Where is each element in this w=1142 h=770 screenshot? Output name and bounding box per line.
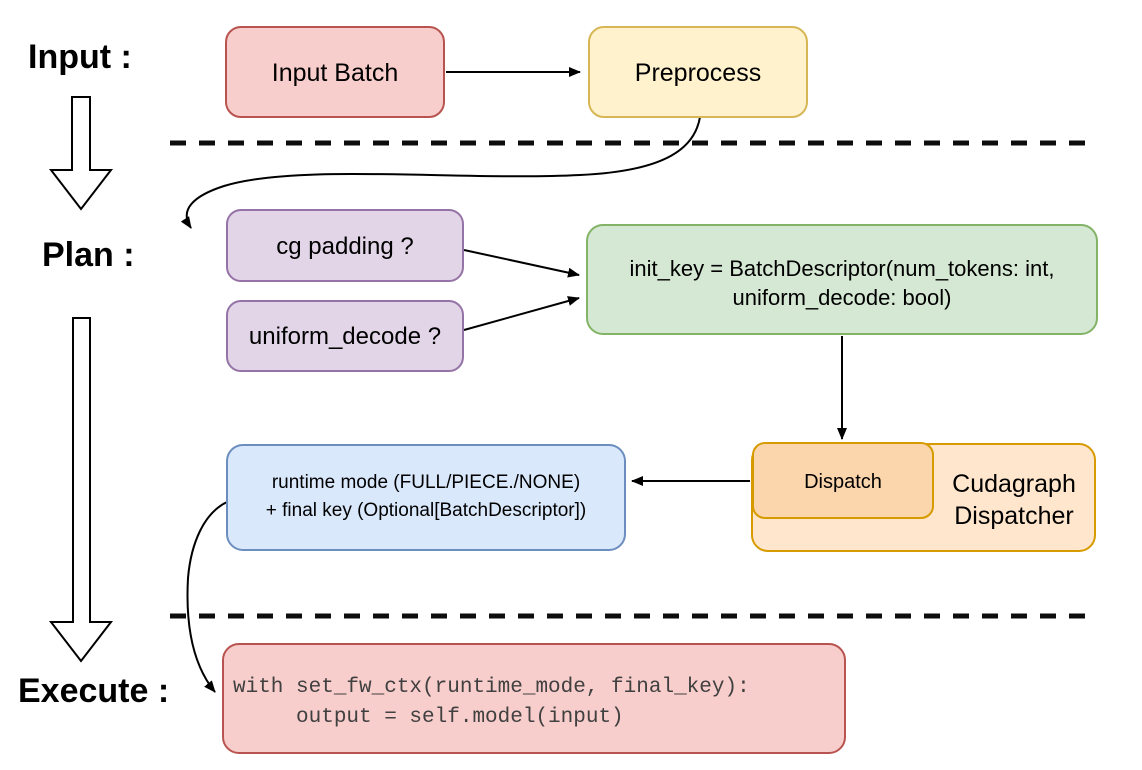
- init-key-node: init_key = BatchDescriptor(num_tokens: i…: [586, 224, 1098, 335]
- preprocess-node: Preprocess: [588, 26, 808, 118]
- cudagraph-dispatcher-label-line1: Cudagraph: [952, 470, 1076, 498]
- uniform-decode-node: uniform_decode ?: [226, 300, 464, 372]
- connector-preprocess-to-cgpadding: [180, 116, 701, 229]
- cg-padding-label: cg padding ?: [276, 233, 413, 260]
- connector-runtimemode-to-executecode: [186, 501, 228, 693]
- connector-cgpadding-to-initkey: [463, 249, 580, 278]
- block-arrow-input-to-plan-icon: [48, 96, 114, 211]
- execute-code-line2: output = self.model(input): [233, 706, 624, 729]
- dispatch-node: Dispatch: [752, 442, 934, 519]
- plan-section-label: Plan :: [42, 236, 135, 274]
- input-batch-label: Input Batch: [272, 59, 398, 87]
- cg-padding-node: cg padding ?: [226, 209, 464, 282]
- execute-code-node: with set_fw_ctx(runtime_mode, final_key)…: [222, 643, 846, 754]
- execute-code-line1: with set_fw_ctx(runtime_mode, final_key)…: [233, 676, 750, 699]
- runtime-mode-box: [226, 444, 626, 551]
- dispatch-box: [752, 442, 934, 519]
- dispatch-label: Dispatch: [804, 471, 882, 493]
- init-key-label-line1: init_key = BatchDescriptor(num_tokens: i…: [630, 256, 1055, 281]
- cg-padding-box: [226, 209, 464, 282]
- runtime-mode-node: runtime mode (FULL/PIECE./NONE) + final …: [226, 444, 626, 551]
- init-key-box: [586, 224, 1098, 335]
- block-arrow-plan-to-execute-icon: [48, 317, 114, 663]
- input-batch-box: [225, 26, 445, 118]
- uniform-decode-box: [226, 300, 464, 372]
- cudagraph-dispatcher-label-line2: Dispatcher: [954, 502, 1074, 530]
- runtime-mode-label-line2: + final key (Optional[BatchDescriptor]): [266, 500, 587, 521]
- preprocess-label: Preprocess: [635, 59, 761, 87]
- init-key-label-line2: uniform_decode: bool): [733, 285, 952, 310]
- execute-code-box: [222, 643, 846, 754]
- preprocess-box: [588, 26, 808, 118]
- connector-uniformdecode-to-initkey: [463, 296, 580, 331]
- input-batch-node: Input Batch: [225, 26, 445, 118]
- execute-section-label: Execute :: [18, 672, 169, 710]
- input-section-label: Input :: [28, 38, 132, 76]
- uniform-decode-label: uniform_decode ?: [249, 323, 441, 350]
- runtime-mode-label-line1: runtime mode (FULL/PIECE./NONE): [272, 472, 580, 493]
